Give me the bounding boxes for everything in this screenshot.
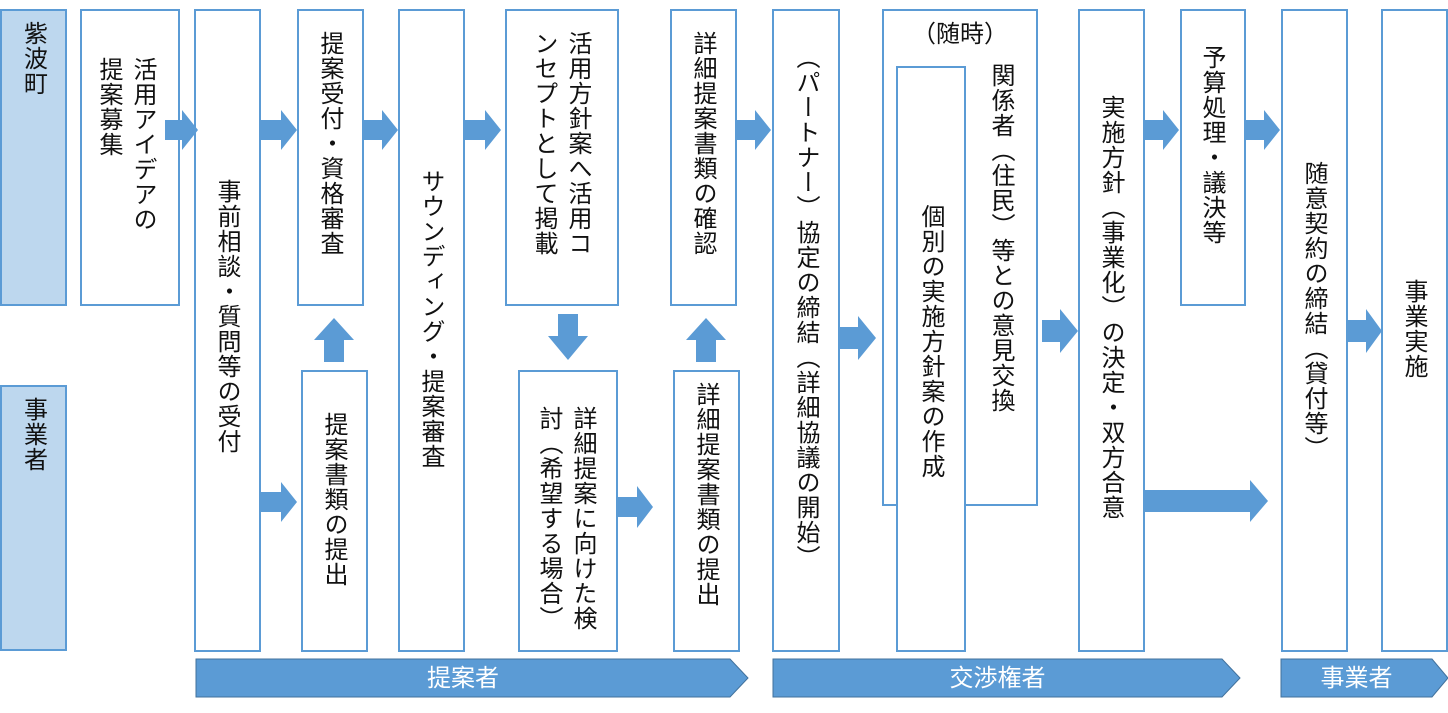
- arrow-up-icon: [314, 318, 354, 362]
- box-submit-detail-docs-text: 詳細提案書類の提出: [692, 382, 720, 607]
- box-as-needed-text: （随時）: [912, 20, 1008, 48]
- box-submit-detail-docs: 詳細提案書類の提出: [673, 370, 740, 652]
- band-proposer-label: 提案者: [427, 664, 499, 692]
- box-submit-docs: 提案書類の提出: [301, 370, 368, 652]
- band-negotiator-label: 交渉権者: [949, 664, 1046, 692]
- arrow-right-icon: [1042, 309, 1078, 353]
- arrow-right-icon: [1145, 110, 1179, 150]
- box-contract: 随意契約の締結（貸付等）: [1281, 9, 1348, 652]
- box-stakeholder-exchange-text: 関係者（住民）等との意見交換: [987, 63, 1015, 413]
- arrow-right-icon: [364, 110, 398, 150]
- lane-operator-label: 事業者: [19, 397, 48, 472]
- box-detail-study: 詳細提案に向けた検 討（希望する場合）: [518, 370, 618, 652]
- box-partner-agreement-text: （パートナー）協定の締結（詳細協議の開始）: [792, 45, 820, 570]
- arrow-right-icon: [261, 110, 297, 150]
- box-budget: 予算処理・議決等: [1180, 9, 1246, 306]
- box-individual-plan-text: 個別の実施方針案の作成: [917, 204, 945, 479]
- box-solicit-ideas-text: 活用アイデアの 提案募集: [95, 57, 157, 232]
- box-receive-qualify: 提案受付・資格審査: [297, 9, 364, 306]
- box-contract-text: 随意契約の締結（貸付等）: [1300, 161, 1328, 461]
- band-operator: [1280, 658, 1448, 698]
- arrow-right-icon: [737, 110, 771, 150]
- box-submit-docs-text: 提案書類の提出: [320, 412, 348, 587]
- arrow-up-icon: [686, 318, 726, 362]
- box-sounding: サウンディング・提案審査: [398, 9, 465, 652]
- arrow-right-icon: [1246, 110, 1280, 150]
- band-proposer: [195, 658, 749, 698]
- band-negotiator: [772, 658, 1241, 698]
- box-individual-plan: 個別の実施方針案の作成: [896, 66, 966, 652]
- arrow-right-icon: [618, 486, 653, 528]
- box-implementation-text: 事業実施: [1400, 279, 1428, 379]
- arrow-right-icon: [1145, 480, 1268, 522]
- box-detail-study-text: 詳細提案に向けた検 討（希望する場合）: [535, 406, 597, 631]
- arrow-right-icon: [1348, 309, 1382, 353]
- box-pre-consultation: 事前相談・質問等の受付: [194, 9, 261, 652]
- box-publish-concept: 活用方針案へ活用コ ンセプトとして掲載: [505, 9, 619, 306]
- arrow-right-icon: [261, 482, 297, 522]
- lane-town: 紫波町: [0, 9, 67, 306]
- box-partner-agreement: （パートナー）協定の締結（詳細協議の開始）: [772, 9, 840, 652]
- box-policy-decision-text: 実施方針（事業化）の決定・双方合意: [1097, 95, 1125, 520]
- box-implementation: 事業実施: [1381, 9, 1448, 652]
- arrow-down-icon: [548, 314, 588, 360]
- lane-town-label: 紫波町: [19, 21, 48, 96]
- box-confirm-docs: 詳細提案書類の確認: [670, 9, 737, 306]
- arrow-right-icon: [165, 110, 198, 150]
- box-confirm-docs-text: 詳細提案書類の確認: [689, 31, 717, 256]
- box-policy-decision: 実施方針（事業化）の決定・双方合意: [1078, 9, 1145, 652]
- box-publish-concept-text: 活用方針案へ活用コ ンセプトとして掲載: [530, 31, 592, 256]
- box-pre-consultation-text: 事前相談・質問等の受付: [213, 179, 241, 454]
- box-budget-text: 予算処理・議決等: [1198, 45, 1226, 245]
- arrow-right-icon: [465, 110, 501, 150]
- arrow-right-icon: [840, 316, 876, 360]
- box-receive-qualify-text: 提案受付・資格審査: [316, 31, 344, 256]
- box-sounding-text: サウンディング・提案審査: [417, 169, 445, 469]
- lane-operator: 事業者: [0, 385, 67, 651]
- band-operator-label: 事業者: [1320, 664, 1393, 692]
- box-solicit-ideas: 活用アイデアの 提案募集: [80, 9, 180, 306]
